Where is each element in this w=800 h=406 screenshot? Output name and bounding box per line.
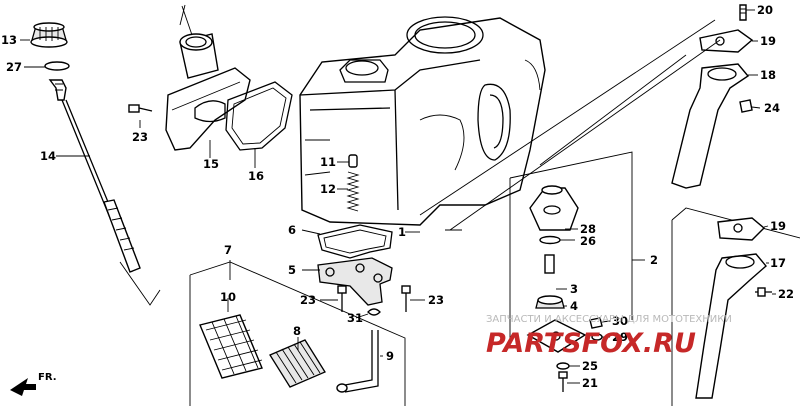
pump-body-28 — [529, 185, 579, 231]
callout-29: 29 — [612, 330, 628, 344]
callout-8: 8 — [293, 324, 301, 338]
oil-filler-cap-13 — [30, 22, 68, 48]
callout-13: 13 — [1, 33, 17, 47]
callout-23-a: 23 — [132, 130, 148, 144]
filter-8 — [269, 339, 326, 388]
bolt-23-c — [401, 285, 411, 312]
shaft-3 — [544, 254, 555, 274]
pipe-9 — [336, 330, 379, 393]
callout-11: 11 — [320, 155, 336, 169]
watermark-tagline: ЗАПЧАСТИ И АКСЕССУАРЫ ДЛЯ МОТОТЕХНИКИ — [486, 314, 732, 325]
callout-4: 4 — [570, 299, 578, 313]
gasket-19-bottom — [717, 217, 766, 241]
pipe-17 — [695, 253, 767, 399]
plate-5 — [317, 257, 393, 306]
callout-26: 26 — [580, 234, 596, 248]
callout-25: 25 — [582, 359, 598, 373]
gasket-16 — [225, 81, 293, 151]
pipe-18 — [671, 63, 750, 189]
washer-25 — [556, 362, 570, 370]
pin-11 — [348, 154, 358, 168]
leader-lines — [20, 9, 776, 384]
callout-21: 21 — [582, 376, 598, 390]
nut-24 — [739, 99, 753, 113]
bolt-23-b — [337, 285, 347, 312]
callout-2: 2 — [650, 253, 658, 267]
gear-4 — [535, 295, 565, 309]
callout-23-c: 23 — [428, 293, 444, 307]
o-ring-27 — [44, 61, 70, 71]
gasket-6 — [317, 224, 393, 259]
front-arrow-icon: FR. — [10, 372, 57, 396]
screen-10 — [199, 314, 263, 379]
clip-31 — [367, 308, 381, 316]
dipstick-14 — [48, 79, 141, 273]
callout-22: 22 — [778, 287, 794, 301]
breather-cover-15 — [165, 33, 251, 151]
pump-box-2 — [509, 151, 633, 345]
o-ring-26 — [539, 235, 561, 245]
callout-24: 24 — [764, 101, 780, 115]
callout-14: 14 — [40, 149, 56, 163]
stud-20 — [739, 4, 747, 21]
callout-20: 20 — [757, 3, 773, 17]
nut-30 — [589, 317, 603, 329]
callout-numbers: 13 27 14 23 15 16 11 12 6 5 23 23 31 1 7… — [1, 3, 794, 390]
callout-23-b: 23 — [300, 293, 316, 307]
gasket-19-top — [699, 29, 754, 53]
watermark-logo: PARTSFOX.RU — [486, 328, 696, 359]
callout-28: 28 — [580, 222, 596, 236]
pump-base — [526, 319, 587, 353]
callout-9: 9 — [386, 349, 394, 363]
callout-10: 10 — [220, 290, 236, 304]
callout-19-bottom: 19 — [770, 219, 786, 233]
spring-12 — [346, 171, 360, 212]
callout-18: 18 — [760, 68, 776, 82]
callout-15: 15 — [203, 157, 219, 171]
callout-3: 3 — [570, 282, 578, 296]
guide-lines — [119, 4, 721, 306]
bolt-21 — [558, 371, 568, 392]
bolt-23-a — [128, 104, 153, 113]
callout-1: 1 — [398, 225, 406, 239]
callout-30: 30 — [612, 314, 628, 328]
callout-5: 5 — [288, 263, 296, 277]
engine-block — [299, 16, 546, 226]
bolt-22 — [755, 287, 772, 297]
callout-31: 31 — [347, 311, 363, 325]
callout-17: 17 — [770, 256, 786, 270]
watermark: ЗАПЧАСТИ И АКСЕССУАРЫ ДЛЯ МОТОТЕХНИКИ PA… — [486, 314, 732, 359]
callout-27: 27 — [6, 60, 22, 74]
callout-12: 12 — [320, 182, 336, 196]
callout-16: 16 — [248, 169, 264, 183]
front-label: FR. — [38, 372, 57, 383]
callout-19-top: 19 — [760, 34, 776, 48]
filter-box-7 — [189, 261, 406, 406]
callout-6: 6 — [288, 223, 296, 237]
callout-7: 7 — [224, 243, 232, 257]
